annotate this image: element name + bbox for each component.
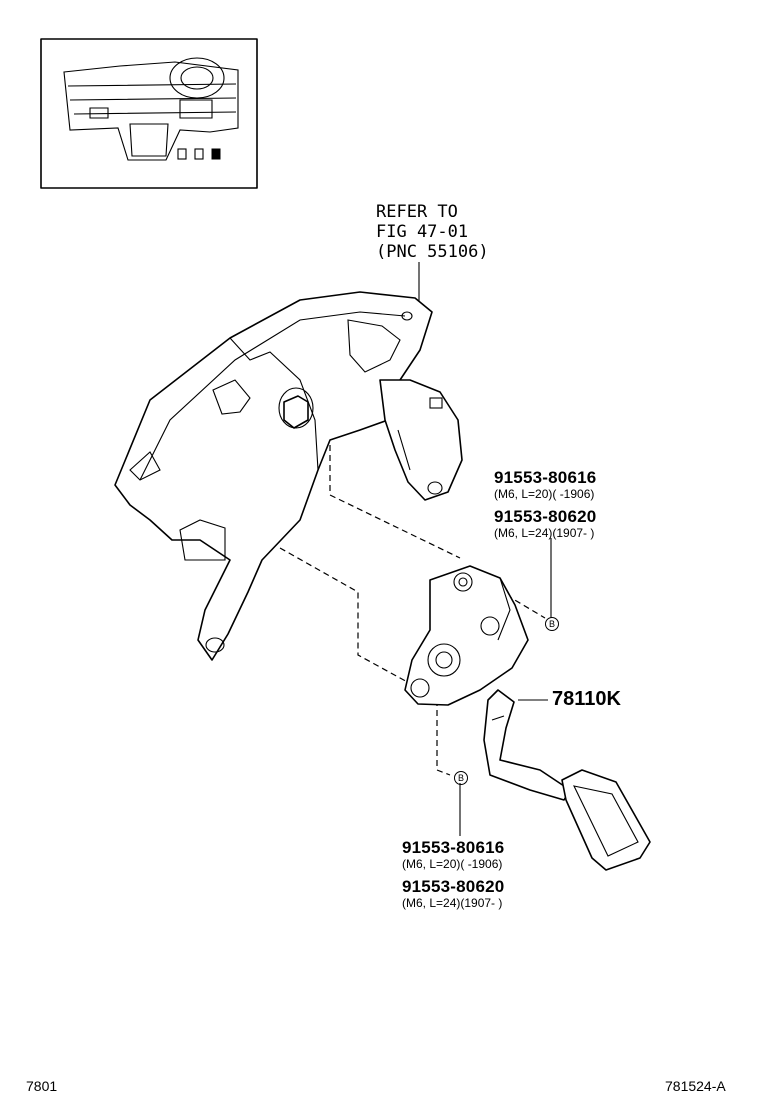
dash-line-b-upper <box>497 589 546 619</box>
footer-illustration-id: 781524-A <box>665 1078 726 1094</box>
footer-figure-number: 7801 <box>26 1078 58 1094</box>
upper-bolt-part-2[interactable]: 91553-80620 <box>494 507 597 526</box>
dashboard-inset <box>40 38 258 189</box>
pedal-assy-part-number[interactable]: 78110K <box>552 688 621 710</box>
accelerator-pedal-assembly <box>404 565 651 871</box>
lower-b-marker: B <box>454 771 468 785</box>
lower-bolt-part-1[interactable]: 91553-80616 <box>402 838 505 857</box>
upper-bolt-spec-2: (M6, L=24)(1907- ) <box>494 526 595 540</box>
dash-line-lower <box>436 700 451 776</box>
upper-b-marker: B <box>545 617 559 631</box>
inset-frame <box>40 38 258 189</box>
refer-note-line2: FIG 47-01 <box>376 222 469 242</box>
upper-bolt-part-1[interactable]: 91553-80616 <box>494 468 597 487</box>
upper-bolt-spec-1: (M6, L=20)( -1906) <box>494 487 595 501</box>
dash-line-upper <box>329 445 461 559</box>
pedal-bracket <box>114 291 463 661</box>
lower-bolt-spec-2: (M6, L=24)(1907- ) <box>402 896 503 910</box>
dash-line-middle <box>279 547 423 691</box>
refer-note-line3[interactable]: (PNC 55106) <box>376 242 489 262</box>
refer-note-line1: REFER TO <box>376 202 458 222</box>
lower-bolt-spec-1: (M6, L=20)( -1906) <box>402 857 503 871</box>
lower-bolt-part-2[interactable]: 91553-80620 <box>402 877 505 896</box>
